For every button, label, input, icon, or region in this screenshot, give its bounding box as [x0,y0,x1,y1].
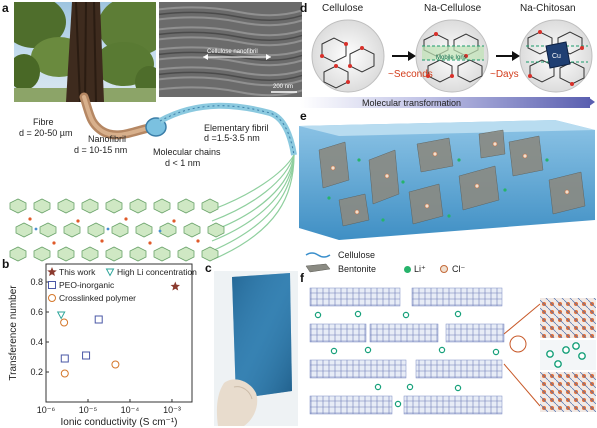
molecular-chains-size: d < 1 nm [165,158,201,168]
x-tick-label: 10⁻³ [163,405,181,415]
data-point [111,360,120,369]
y-tick-label: 0.6 [30,307,43,317]
molecular-transformation-bar: Molecular transformation [300,97,590,108]
na-chitosan-title: Na-Chitosan [520,3,576,14]
legend-label: Crosslinked polymer [59,293,136,303]
fibre-size: d = 20-50 µm [19,128,73,138]
ion-pathway-diagram [308,284,596,427]
elementary-fibril-label: Elementary fibril [204,123,269,133]
plot-frame [45,263,193,403]
cu-label: Cu [552,53,561,60]
x-tick-label: 10⁻⁴ [121,405,140,415]
legend-marker [48,281,56,289]
data-point [94,315,103,324]
y-tick-label: 0.4 [30,337,43,347]
seconds-label: ~Seconds [388,69,433,80]
data-point [60,318,69,327]
sem-image: Cellulose nanofibril 200 nm [159,2,302,97]
data-point [60,354,69,363]
transformation-arrowhead [588,97,595,107]
data-point [170,281,181,291]
fibre-hierarchy-drawing [9,92,297,262]
data-point [56,311,66,320]
bentonite-legend-icon [305,263,331,273]
nanofibril-size: d = 10-15 nm [74,145,128,155]
panel-a-label: a [2,1,9,15]
nanofibril-label: Nanofibril [88,134,127,144]
cl-legend-label: Cl⁻ [452,264,466,274]
x-tick-label: 10⁻⁵ [79,405,98,415]
data-point [60,369,69,378]
cellulose-title: Cellulose [322,3,364,14]
mobile-ions-label: Mobile Ions [436,55,467,61]
fibre-label: Fibre [33,117,54,127]
cellulose-legend-label: Cellulose [338,250,376,260]
panel-d-label: d [300,1,308,15]
x-axis-label: Ionic conductivity (S cm⁻¹) [61,417,178,428]
sem-caption: Cellulose nanofibril [207,49,258,55]
molecular-transformation-drawing [311,19,593,93]
data-point [82,351,91,360]
y-axis-label: Transference number [8,285,19,381]
molecular-chains-label: Molecular chains [153,147,221,157]
legend-label: High Li concentration [117,267,197,277]
legend-marker [48,294,56,302]
panel-c-label: c [205,261,212,275]
membrane-photo [214,271,298,426]
sem-scalebar-label: 200 nm [273,84,294,90]
legend-label: PEO-inorganic [59,280,115,290]
y-tick-label: 0.2 [30,367,43,377]
elementary-fibril-size: d =1.5-3.5 nm [204,133,260,143]
molecular-transformation-label: Molecular transformation [362,98,462,108]
na-cellulose-title: Na-Cellulose [424,3,482,14]
y-tick-label: 0.8 [30,277,43,287]
li-legend-icon [404,266,411,273]
panel-e-label: e [300,109,307,123]
composite-3d-render [299,120,595,240]
cl-legend-icon [440,265,448,273]
cellulose-legend-icon [305,252,331,258]
legend-marker [105,268,115,277]
x-tick-label: 10⁻⁶ [37,405,56,415]
days-label: ~Days [490,69,519,80]
transference-vs-conductivity-chart: 0.2 0.4 0.6 0.8 10⁻⁶ 10⁻⁵ 10⁻⁴ 10⁻³ Ionic conduc… [8,263,197,428]
panel-f-label: f [300,271,304,285]
panel-b-label: b [2,257,10,271]
legend-label: This work [59,267,96,277]
tree-photo [14,2,156,102]
bentonite-legend-label: Bentonite [338,264,377,274]
li-legend-label: Li⁺ [414,264,426,274]
legend-marker [47,267,57,277]
